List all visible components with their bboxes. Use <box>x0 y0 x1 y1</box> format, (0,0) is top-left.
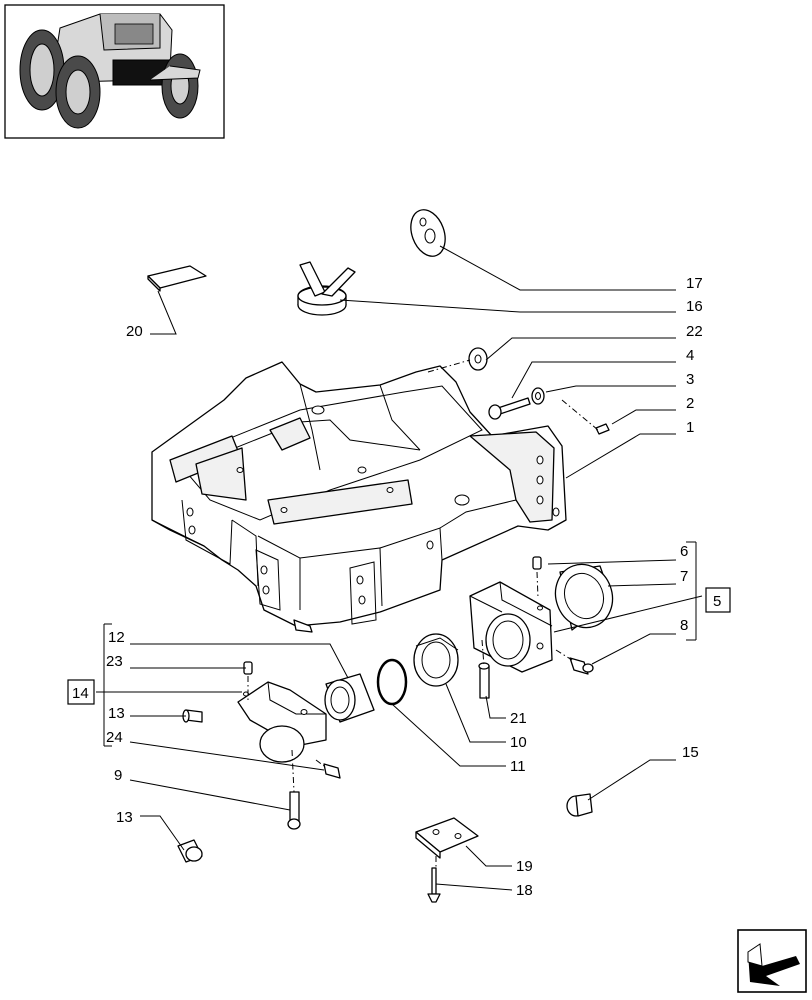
callout-8: 8 <box>680 617 688 634</box>
callout-7: 7 <box>680 568 688 585</box>
callout-16: 16 <box>686 298 703 315</box>
part-17-shim <box>410 209 446 257</box>
callout-11: 11 <box>510 758 526 775</box>
part-15-plug <box>566 793 593 817</box>
part-20-shim-plate <box>147 265 207 292</box>
callout-3: 3 <box>686 371 694 388</box>
part-2-dowel-pin <box>595 423 610 435</box>
callout-20: 20 <box>126 323 143 340</box>
part-18-screw <box>427 867 441 903</box>
callout-23: 23 <box>106 653 123 670</box>
callout-1: 1 <box>686 419 694 436</box>
callout-13-upper: 13 <box>108 705 125 722</box>
part-22-washer <box>468 347 488 371</box>
callout-18: 18 <box>516 882 533 899</box>
callout-13-lower: 13 <box>116 809 133 826</box>
part-3-washer <box>531 387 545 405</box>
callout-2: 2 <box>686 395 694 412</box>
tractor-thumbnail <box>4 4 225 139</box>
callout-21: 21 <box>510 710 527 727</box>
part-10-bush <box>413 633 459 687</box>
next-page-arrow-icon[interactable] <box>737 929 807 993</box>
part-13-fitting-lower <box>177 839 203 863</box>
callout-19: 19 <box>516 858 533 875</box>
callout-5: 5 <box>713 593 721 610</box>
callout-24: 24 <box>106 729 123 746</box>
callout-15: 15 <box>682 744 699 761</box>
leader-lines <box>96 245 703 891</box>
part-24-grease-nipple <box>323 763 341 779</box>
callout-17: 17 <box>686 275 703 292</box>
part-5-pivot-block <box>469 581 553 673</box>
callout-9: 9 <box>114 767 122 784</box>
callout-box-14 <box>67 679 95 705</box>
part-7-bush <box>554 563 614 631</box>
part-12-bush <box>324 673 375 723</box>
callout-box-5 <box>705 587 731 613</box>
part-19-plate <box>415 817 479 859</box>
part-11-o-ring <box>376 658 408 706</box>
callout-4: 4 <box>686 347 694 364</box>
callout-22: 22 <box>686 323 703 340</box>
callout-6: 6 <box>680 543 688 560</box>
part-4-bolt <box>488 397 531 420</box>
part-9-bolt <box>287 791 301 830</box>
part-21-bolt <box>478 662 490 699</box>
callout-14: 14 <box>72 685 89 702</box>
centre-lines <box>247 359 599 868</box>
part-1-front-support <box>151 361 567 633</box>
part-8-grease-nipple <box>569 657 594 675</box>
callout-10: 10 <box>510 734 527 751</box>
part-14-block <box>237 681 327 763</box>
callout-12: 12 <box>108 629 125 646</box>
part-6-dowel <box>532 556 542 570</box>
part-16-thrust-pad <box>297 261 356 316</box>
callout-labels: 17 16 20 22 4 3 2 1 6 7 5 8 12 23 14 13 … <box>72 275 721 899</box>
